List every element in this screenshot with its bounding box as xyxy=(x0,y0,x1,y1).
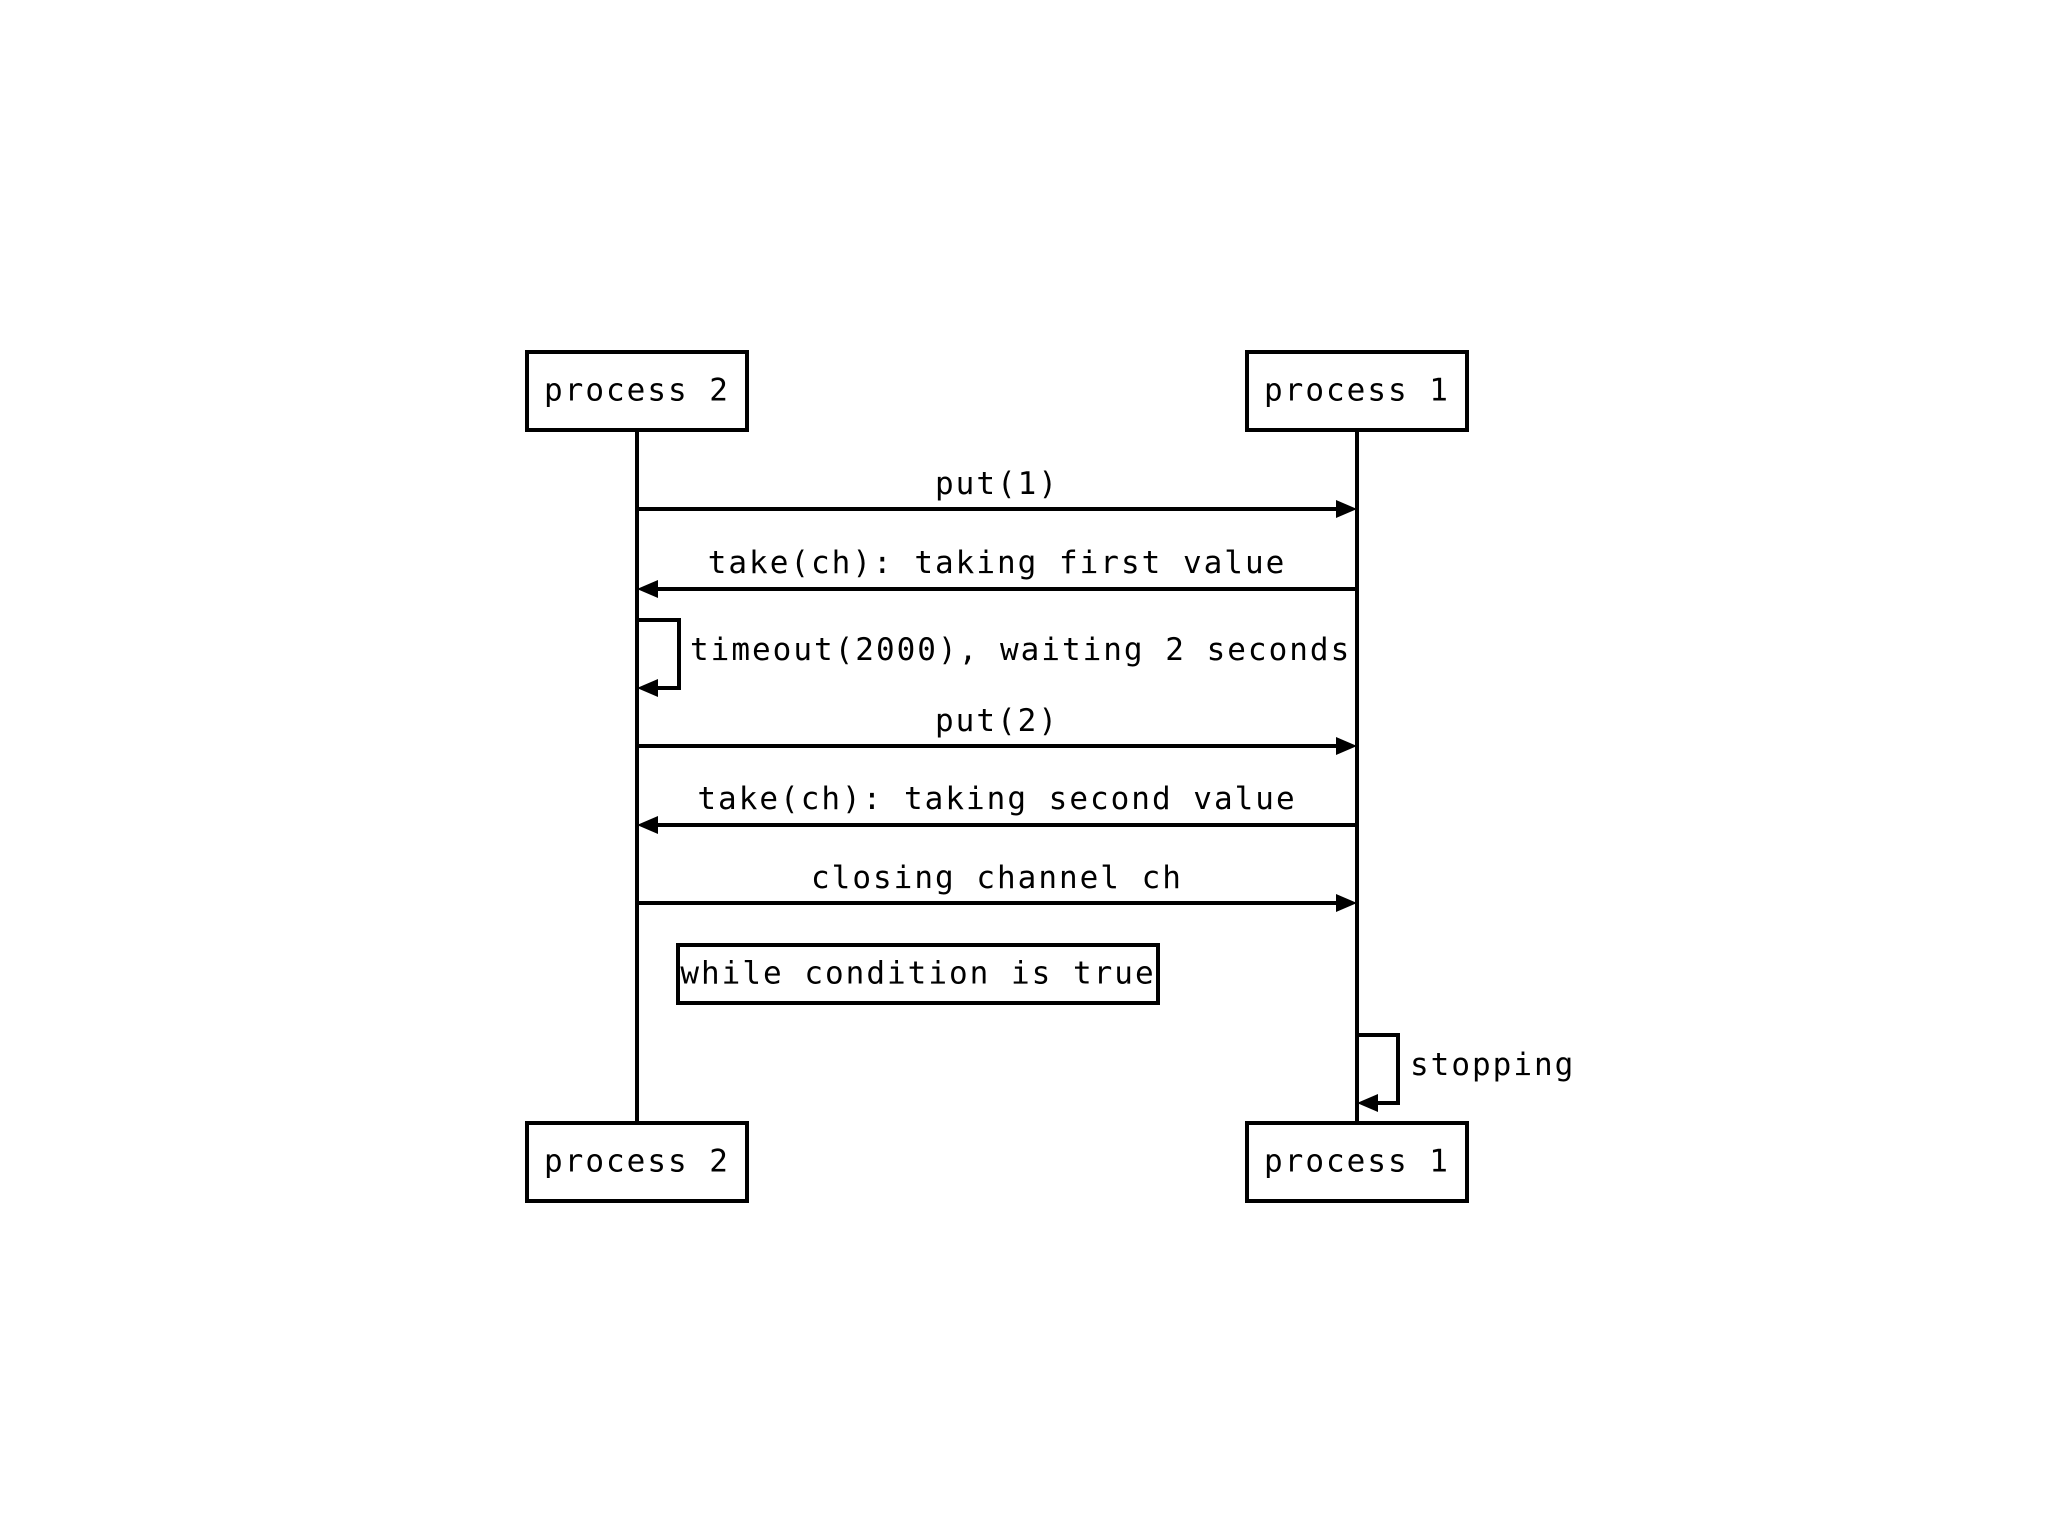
message-put-2: put(2) xyxy=(637,703,1357,755)
participant-process-2-top: process 2 xyxy=(525,350,749,432)
message-label: stopping xyxy=(1410,1047,1575,1083)
message-label: timeout(2000), waiting 2 seconds xyxy=(690,632,1351,668)
arrowhead-left-icon xyxy=(637,679,658,697)
note-while-condition: while condition is true xyxy=(676,943,1160,1005)
arrowhead-left-icon xyxy=(1357,1094,1378,1112)
participant-process-1-bottom: process 1 xyxy=(1245,1121,1469,1203)
participant-process-1-top: process 1 xyxy=(1245,350,1469,432)
arrowhead-right-icon xyxy=(1336,737,1357,755)
message-take-second-value: take(ch): taking second value xyxy=(637,781,1357,834)
participant-process-2-bottom: process 2 xyxy=(525,1121,749,1203)
arrowhead-right-icon xyxy=(1336,894,1357,912)
message-label: closing channel ch xyxy=(811,860,1183,896)
message-take-first-value: take(ch): taking first value xyxy=(637,545,1357,598)
participant-label: process 1 xyxy=(1264,1144,1450,1180)
note-label: while condition is true xyxy=(680,956,1155,992)
message-closing-channel: closing channel ch xyxy=(637,860,1357,912)
self-message-timeout: timeout(2000), waiting 2 seconds xyxy=(637,618,1351,697)
participant-label: process 2 xyxy=(544,373,730,409)
message-label: put(2) xyxy=(935,703,1059,739)
message-label: put(1) xyxy=(935,466,1059,502)
self-message-stopping: stopping xyxy=(1357,1033,1575,1112)
arrowhead-left-icon xyxy=(637,816,658,834)
message-put-1: put(1) xyxy=(637,466,1357,518)
message-label: take(ch): taking second value xyxy=(697,781,1296,817)
arrowhead-right-icon xyxy=(1336,500,1357,518)
arrowhead-left-icon xyxy=(637,580,658,598)
participant-label: process 1 xyxy=(1264,373,1450,409)
participant-label: process 2 xyxy=(544,1144,730,1180)
message-label: take(ch): taking first value xyxy=(708,545,1287,581)
